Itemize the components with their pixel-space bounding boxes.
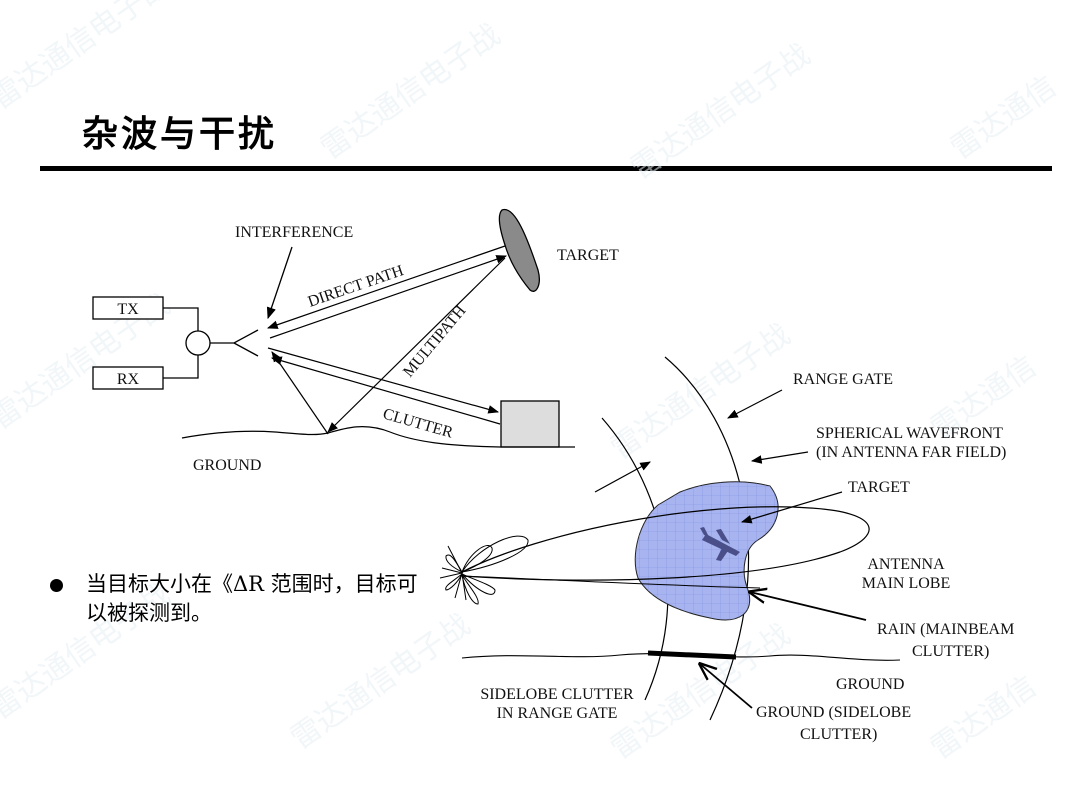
- bullet-text: 当目标大小在《ΔR 范围时，目标可以被探测到。: [86, 572, 418, 625]
- clutter-building: [500, 400, 560, 448]
- wavefront-label-1: SPHERICAL WAVEFRONT: [816, 425, 1003, 442]
- sidelobe-clutter-label-1: SIDELOBE CLUTTER: [480, 686, 634, 703]
- antenna-icon: [210, 329, 259, 357]
- target-label: TARGET: [557, 247, 619, 264]
- svg-text:雷达通信: 雷达通信: [925, 669, 1043, 766]
- multipath-label: MULTIPATH: [400, 302, 470, 380]
- range-gate-diagram: RANGE GATE SPHERICAL WAVEFRONT (IN ANTEN…: [439, 356, 1014, 743]
- svg-text:雷达通信电子战: 雷达通信电子战: [285, 607, 477, 756]
- clutter-label: CLUTTER: [381, 406, 455, 442]
- ground-label: GROUND: [193, 457, 261, 474]
- tx-label: TX: [117, 301, 139, 318]
- clutter-line-2: [270, 356, 501, 425]
- multipath-down-line: [327, 257, 506, 433]
- sidelobe-clutter-label-2: IN RANGE GATE: [497, 705, 618, 722]
- target-label-2: TARGET: [848, 479, 910, 496]
- wavefront-label-2: (IN ANTENNA FAR FIELD): [816, 444, 1006, 461]
- interference-diagram: TX RX INTERFERENCE TARGET DIRECT PATH MU…: [92, 209, 619, 474]
- ground-line: [181, 426, 575, 448]
- rain-label-1: RAIN (MAINBEAM: [877, 621, 1014, 638]
- ground-sidelobe-label-2: CLUTTER): [800, 726, 877, 743]
- duplexer-circle: [185, 330, 211, 356]
- svg-text:雷达通信电子战: 雷达通信电子战: [315, 17, 507, 166]
- beam-lower-edge: [461, 575, 761, 589]
- target-shape: [498, 209, 540, 292]
- main-lobe: [461, 506, 870, 581]
- ground-clutter-patch: [647, 650, 737, 660]
- ground-clutter-arrow: [700, 664, 753, 709]
- rx-label: RX: [117, 371, 140, 388]
- multipath-up-line: [271, 351, 329, 435]
- target-arrow: [740, 491, 843, 524]
- main-lobe-label-1: ANTENNA: [867, 556, 945, 573]
- rain-cloud-grid: [635, 481, 779, 620]
- title-divider: [40, 166, 1052, 171]
- ground-sidelobe-label-1: GROUND (SIDELOBE: [756, 704, 911, 721]
- direct-path-line-2: [269, 255, 508, 339]
- svg-text:雷达通信: 雷达通信: [945, 69, 1063, 166]
- direct-path-line-1: [266, 245, 506, 329]
- interference-label: INTERFERENCE: [235, 224, 353, 241]
- direct-path-label: DIRECT PATH: [306, 262, 407, 311]
- svg-text:雷达通信电子战: 雷达通信电子战: [605, 317, 797, 466]
- range-gate-arrow: [727, 389, 783, 419]
- ground-label-2: GROUND: [836, 676, 904, 693]
- range-gate-arrow-left: [594, 461, 651, 493]
- svg-text:雷达通信电子战: 雷达通信电子战: [0, 0, 177, 117]
- rain-arrow: [750, 592, 867, 621]
- duplexer-wiring: [163, 307, 199, 379]
- main-lobe-label-2: MAIN LOBE: [862, 575, 950, 592]
- rain-label-2: CLUTTER): [912, 643, 989, 660]
- aircraft-icon: [700, 527, 740, 561]
- slide-title: 杂波与干扰: [82, 114, 278, 155]
- svg-text:雷达通信电子战: 雷达通信电子战: [625, 37, 817, 186]
- wavefront-arrow: [750, 451, 809, 464]
- interference-arrow: [266, 246, 293, 320]
- range-gate-label: RANGE GATE: [793, 371, 893, 388]
- clutter-line-1: [267, 347, 500, 414]
- bullet-dot: [50, 579, 63, 592]
- sidelobes: [439, 535, 529, 605]
